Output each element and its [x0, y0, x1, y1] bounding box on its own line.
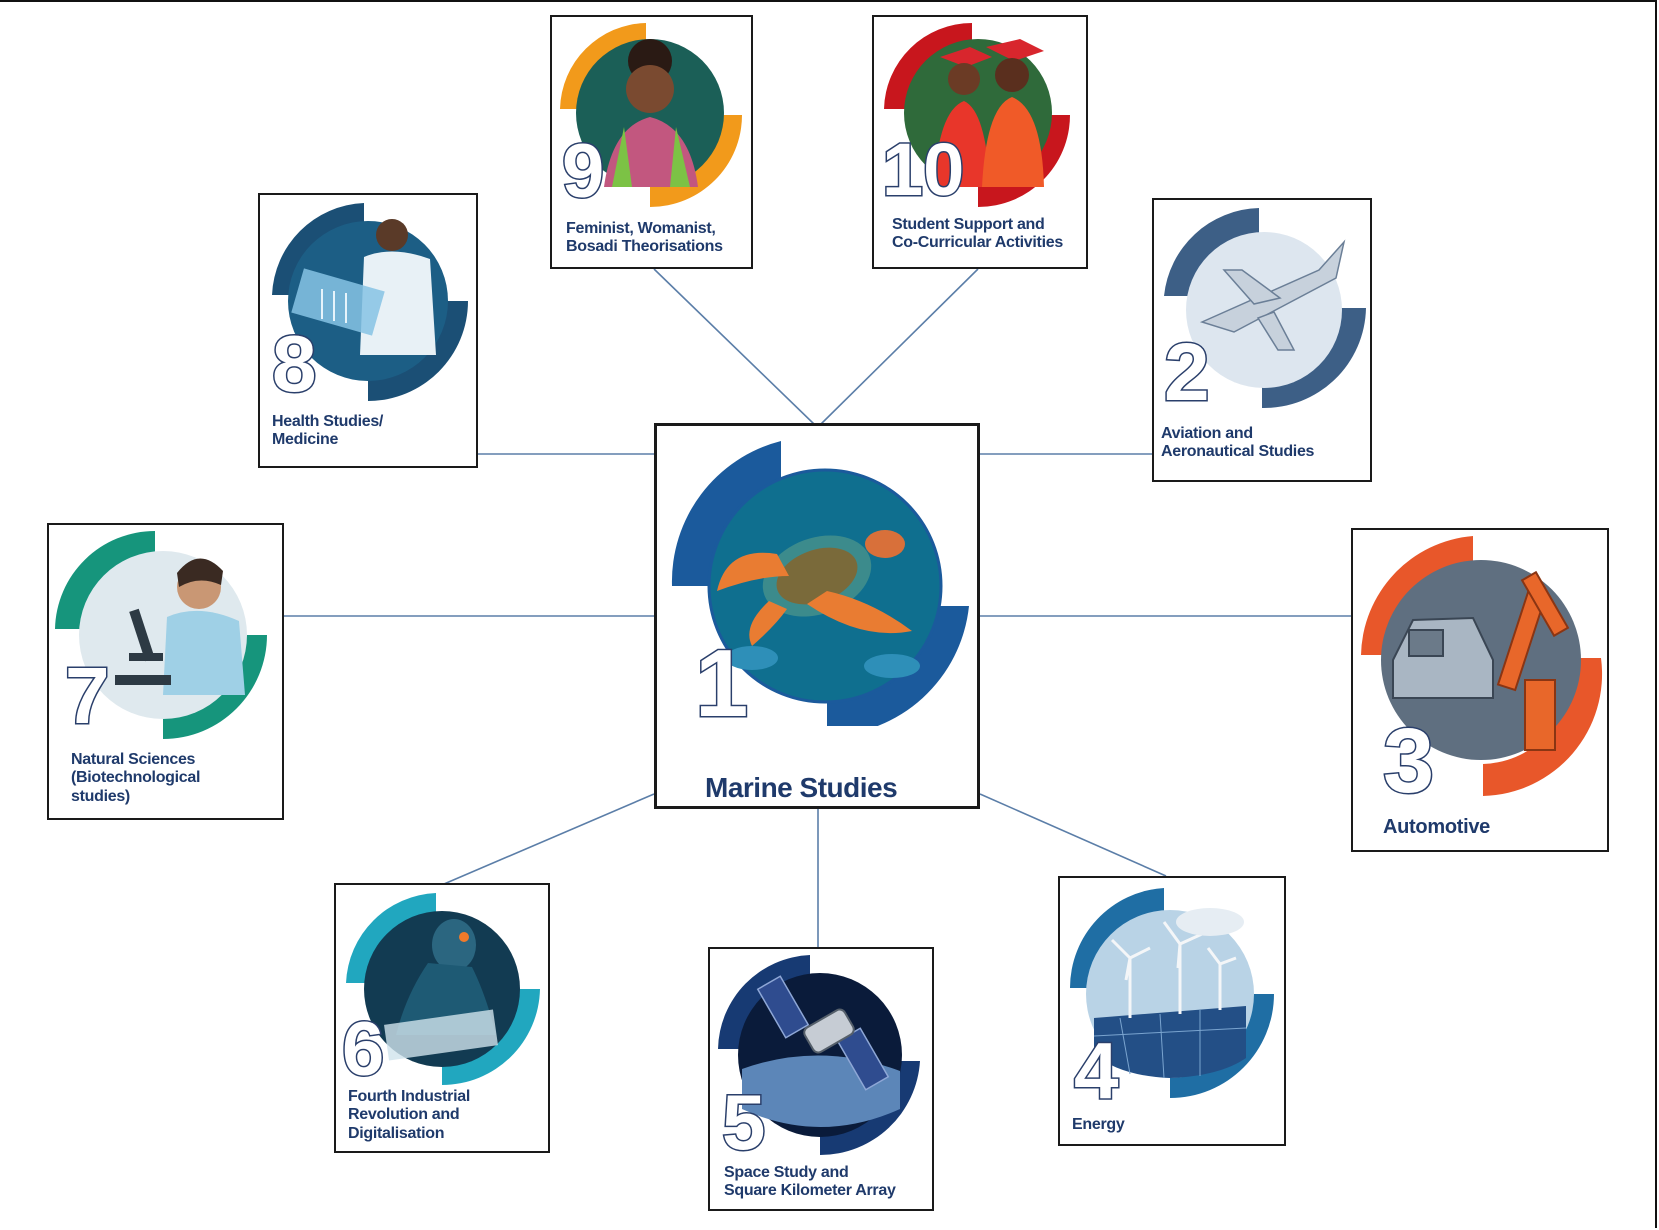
- number-3: 3: [1383, 710, 1434, 800]
- node-aviation: 2 Aviation and Aeronautical Studies: [1152, 198, 1372, 482]
- number-5: 5: [722, 1078, 765, 1159]
- node-student-support: 10 Student Support and Co-Curricular Act…: [872, 15, 1088, 269]
- robot-arm-icon: [1496, 570, 1570, 751]
- node-feminist: 9 Feminist, Womanist, Bosadi Theorisatio…: [550, 15, 753, 269]
- woman-portrait-icon: [604, 39, 698, 187]
- node-fourth-ir: 6 Fourth Industrial Revolution and Digit…: [334, 883, 550, 1153]
- label-natural-sciences: Natural Sciences (Biotechnological studi…: [71, 751, 201, 805]
- number-6: 6: [342, 1007, 384, 1092]
- satellite-icon: [756, 975, 890, 1091]
- number-1: 1: [695, 630, 748, 726]
- label-marine-studies: Marine Studies: [705, 772, 898, 803]
- node-energy: 4 Energy: [1058, 876, 1286, 1146]
- node-marine-studies: 1 Marine Studies: [654, 423, 980, 809]
- number-7: 7: [65, 651, 110, 740]
- airplane-icon: [1199, 239, 1346, 351]
- wind-turbine-icon: [1110, 921, 1237, 1018]
- node-automotive: 3 Automotive: [1351, 528, 1609, 852]
- car-body-icon: [1392, 616, 1494, 699]
- connector-feminist: [653, 268, 816, 426]
- label-space: Space Study and Square Kilometer Array: [724, 1164, 896, 1200]
- number-2: 2: [1164, 327, 1210, 415]
- label-feminist: Feminist, Womanist, Bosadi Theorisations: [566, 220, 723, 256]
- node-natural-sciences: 7 Natural Sciences (Biotechnological stu…: [47, 523, 284, 820]
- label-aviation: Aviation and Aeronautical Studies: [1161, 425, 1315, 461]
- label-student-support: Student Support and Co-Curricular Activi…: [892, 216, 1063, 252]
- number-9: 9: [562, 129, 604, 214]
- number-8: 8: [272, 319, 317, 408]
- label-fourth-ir: Fourth Industrial Revolution and Digital…: [348, 1088, 471, 1142]
- doctor-xray-icon: [291, 219, 436, 355]
- accent-arc-left: [671, 441, 781, 586]
- connector-energy: [979, 793, 1167, 877]
- node-health: 8 Health Studies/ Medicine: [258, 193, 478, 468]
- graduates-icon: [934, 39, 1044, 187]
- label-energy: Energy: [1072, 1116, 1125, 1133]
- label-automotive: Automotive: [1383, 816, 1491, 838]
- label-health: Health Studies/ Medicine: [272, 413, 384, 449]
- connector-student-support: [819, 268, 979, 426]
- number-10: 10: [882, 128, 964, 211]
- scientist-icon: [163, 558, 245, 695]
- number-4: 4: [1074, 1026, 1119, 1108]
- connector-fourth-ir: [443, 793, 655, 885]
- microscope-icon: [115, 608, 171, 685]
- sea-turtle-icon: [717, 530, 912, 646]
- node-space: 5 Space Study and Square Kilometer Array: [708, 947, 934, 1211]
